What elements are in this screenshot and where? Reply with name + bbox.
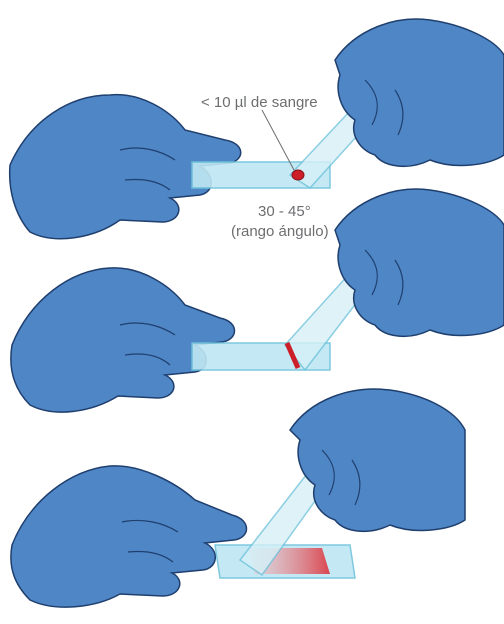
volume-leader-line [262,110,294,170]
left-hand-step-2 [11,268,235,412]
left-hand-step-3 [11,466,247,607]
right-hand-step-3 [290,389,465,531]
angle-range-label: (rango ángulo) [231,224,329,239]
blood-volume-label: < 10 µl de sangre [201,95,318,110]
angle-label: 30 - 45° [258,204,311,219]
blood-drop [292,170,304,180]
right-hand-step-2 [335,189,504,336]
right-hand-step-1 [335,19,504,166]
step-3-smear-spreading [11,389,465,607]
